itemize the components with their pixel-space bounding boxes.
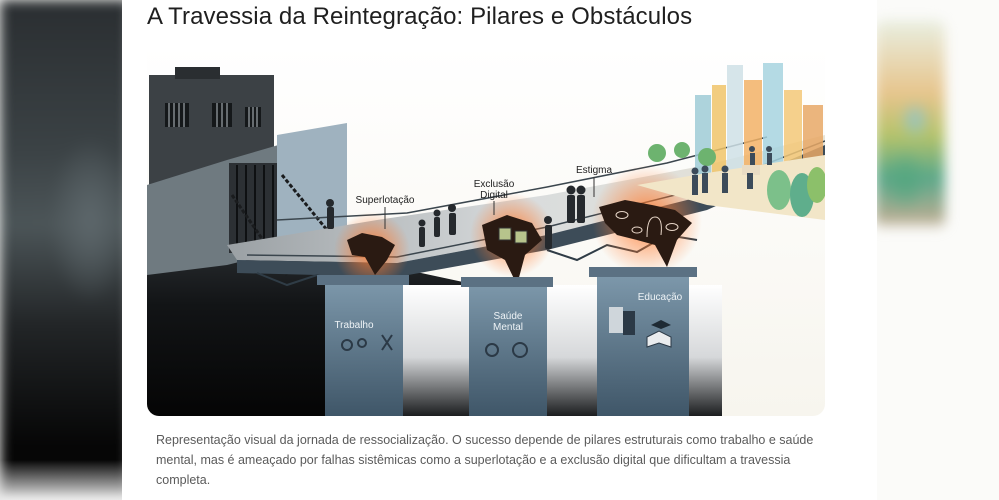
pillar-label-educacao: Educação	[638, 292, 683, 303]
people-walking	[326, 185, 586, 249]
figure-title: A Travessia da Reintegração: Pilares e O…	[147, 3, 693, 30]
obstacle-label-exclusao-line1: Exclusão	[474, 179, 515, 190]
figure-caption: Representação visual da jornada de resso…	[156, 433, 814, 487]
pillar-label-trabalho: Trabalho	[334, 320, 374, 331]
pillar-label-saude-line1: Saúde	[494, 311, 523, 322]
obstacle-label-exclusao-line2: Digital	[480, 190, 508, 201]
obstacle-label-estigma: Estigma	[576, 165, 613, 176]
figure-card: A Travessia da Reintegração: Pilares e O…	[122, 0, 877, 500]
pillar-trabalho	[317, 275, 409, 416]
pillar-label-saude-line2: Mental	[493, 322, 523, 333]
city-skyline	[637, 63, 825, 220]
blurred-city-backdrop	[875, 20, 945, 230]
blurred-backdrop-left	[0, 0, 130, 500]
backdrop-fade	[0, 460, 130, 500]
pillar-educacao	[589, 267, 697, 416]
obstacle-label-superlotacao: Superlotação	[356, 195, 415, 206]
reintegration-bridge-illustration: Superlotação Exclusão Digital Estigma Tr…	[147, 45, 825, 416]
pillar-saude-mental	[461, 277, 553, 416]
